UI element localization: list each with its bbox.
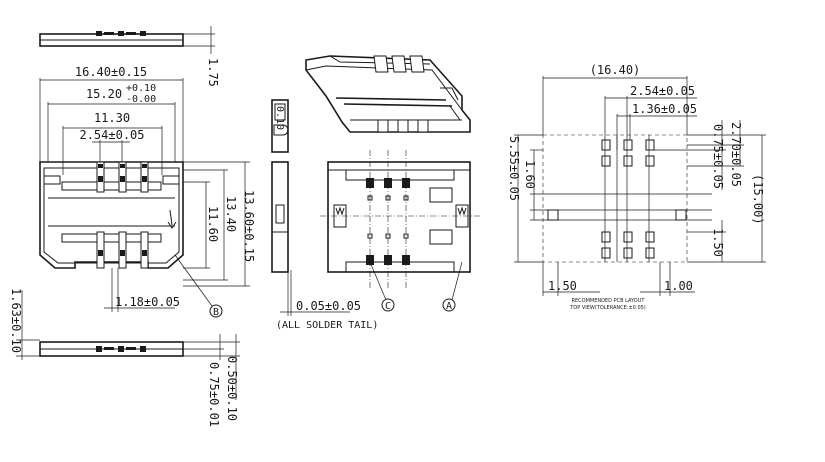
dim-15-20-tol-plus: +0.10: [126, 83, 156, 94]
left-contacts-bottom: [96, 231, 149, 269]
dim-0-05: 0.05±0.05: [296, 299, 361, 313]
pcb-dim-1-50-vert: 1.50: [711, 228, 725, 257]
dim-16-40: 16.40±0.15: [75, 65, 147, 79]
dim-13-60: 13.60±0.15: [242, 190, 256, 262]
pcb-dim-pitch: 2.54±0.05: [630, 84, 695, 98]
dim-11-60: 11.60: [206, 206, 220, 242]
dim-pitch-left: 2.54±0.05: [79, 128, 144, 142]
pcb-layout-view: [514, 76, 766, 296]
pcb-layout-subtitle: TOP VIEW(TOLERANCE:±0.05): [569, 305, 646, 311]
center-side-block: [271, 99, 350, 316]
dim-11-30: 11.30: [94, 111, 130, 125]
side-block-text: 0.10: [274, 106, 285, 130]
dim-1-63: 1.63±0.10: [9, 288, 23, 353]
dim-0-50: 0.50±0.10: [225, 356, 239, 421]
dim-13-40: 13.40: [224, 196, 238, 232]
left-plan-view: [39, 78, 250, 318]
left-top-side-view: [39, 26, 215, 54]
dim-15-20: 15.20: [86, 87, 122, 101]
left-bottom-side-view: [16, 290, 240, 400]
label-c: C: [385, 301, 391, 312]
pcb-dim-16-40: (16.40): [590, 63, 641, 77]
pcb-dim-1-60: 1.60: [523, 160, 537, 189]
pcb-dim-1-00: 1.00: [664, 279, 693, 293]
pcb-dim-2-70: 2.70±0.05: [729, 122, 743, 187]
label-b: B: [213, 307, 219, 318]
pcb-dim-0-75: 0.75±0.05: [711, 124, 725, 189]
dim-15-20-tol-minus: -0.00: [126, 94, 156, 105]
left-contacts-top: [96, 161, 149, 193]
center-plan-view: [320, 150, 480, 312]
dim-1-75: 1.75: [206, 58, 220, 87]
pcb-layout-title: RECOMMENDED PCB LAYOUT: [572, 298, 646, 304]
pcb-dim-1-36: 1.36±0.05: [632, 102, 697, 116]
dim-0-75: 0.75±0.01: [207, 362, 221, 427]
solder-note: (ALL SOLDER TAIL): [276, 320, 378, 331]
pcb-dim-1-50-horiz: 1.50: [548, 279, 577, 293]
label-a: A: [446, 301, 452, 312]
pcb-dim-15-00: (15.00): [751, 174, 765, 225]
dim-1-18: 1.18±0.05: [115, 295, 180, 309]
pcb-dim-5-55: 5.55±0.05: [507, 136, 521, 201]
center-isometric-view: [305, 55, 471, 133]
